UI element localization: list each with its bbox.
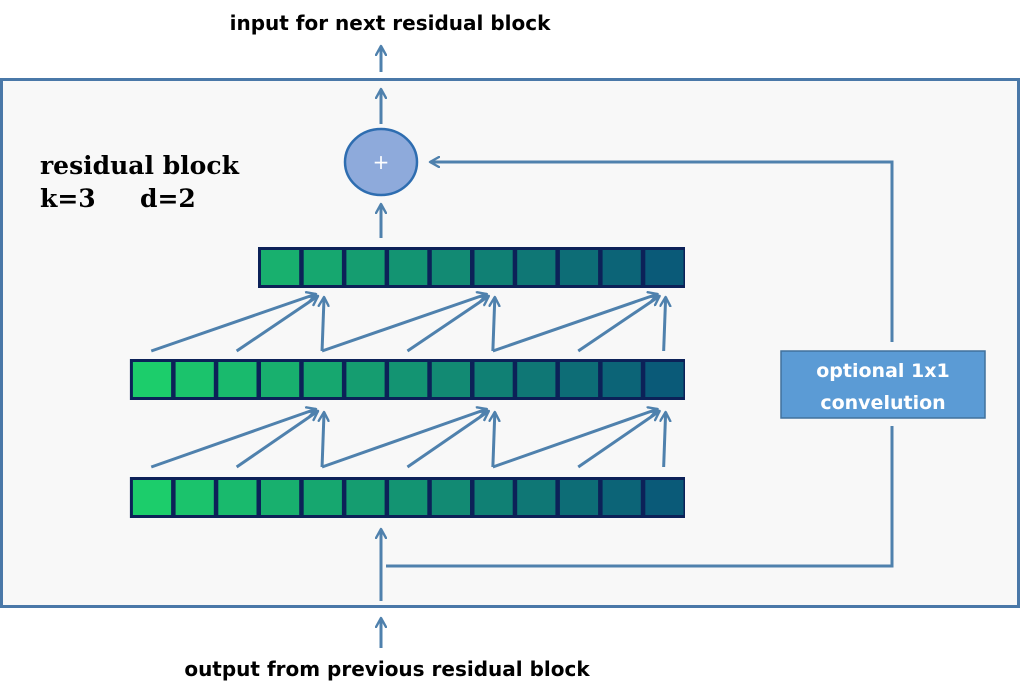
connection-arrow-icon xyxy=(493,297,495,352)
connections-group xyxy=(150,294,666,469)
block-title: residual block xyxy=(40,151,240,180)
sum-node: + xyxy=(343,127,419,197)
output-layer xyxy=(258,247,685,288)
connection-arrow-icon xyxy=(493,412,495,468)
connection-arrow-icon xyxy=(492,294,658,353)
layer-cell xyxy=(389,250,428,285)
layer-cell xyxy=(175,480,214,515)
layer-cell xyxy=(517,362,556,397)
layer-cell xyxy=(559,362,599,397)
layer-cell xyxy=(559,480,599,515)
input-layer xyxy=(129,477,685,518)
layer-cell xyxy=(261,362,300,397)
connection-arrow-icon xyxy=(235,294,318,353)
layer-cell xyxy=(431,480,470,515)
layer-cell xyxy=(389,362,428,397)
plus-circle-icon xyxy=(343,127,419,197)
layer-cell xyxy=(389,480,428,515)
layer-cell xyxy=(175,362,214,397)
layer-cell xyxy=(602,250,641,285)
layer-cell xyxy=(559,250,599,285)
layer-cell xyxy=(645,480,684,515)
layer-cell xyxy=(517,480,556,515)
layer-cell xyxy=(346,480,385,515)
layer-cell xyxy=(602,362,641,397)
layers-group xyxy=(129,247,685,518)
optional-conv-box: optional 1x1 convelution xyxy=(780,350,986,419)
connection-arrow-icon xyxy=(406,409,488,469)
connection-arrow-icon xyxy=(577,294,659,353)
layer-cell xyxy=(303,250,342,285)
layer-cell xyxy=(346,362,385,397)
connection-arrow-icon xyxy=(235,409,318,469)
layer-cell xyxy=(431,250,470,285)
layer-cell xyxy=(474,480,513,515)
connection-arrow-icon xyxy=(322,297,324,352)
layer-cell xyxy=(303,362,342,397)
connection-arrow-icon xyxy=(664,412,666,468)
layer-cell xyxy=(261,250,300,285)
layer-cell xyxy=(645,362,684,397)
layer-cell xyxy=(132,362,172,397)
connection-arrow-icon xyxy=(150,409,316,469)
layer-cell xyxy=(218,362,257,397)
output-label: input for next residual block xyxy=(230,11,551,35)
input-label: output from previous residual block xyxy=(184,657,590,681)
connection-arrow-icon xyxy=(492,409,658,469)
layer-cell xyxy=(645,250,684,285)
conv-label-line2: convelution xyxy=(820,392,945,414)
connection-arrow-icon xyxy=(322,412,324,468)
skip-path-upper xyxy=(430,162,894,342)
connection-arrow-icon xyxy=(150,294,316,353)
layer-cell xyxy=(431,362,470,397)
conv-label-line1: optional 1x1 xyxy=(816,360,949,382)
layer-cell xyxy=(218,480,257,515)
connection-arrow-icon xyxy=(664,297,666,352)
connection-arrow-icon xyxy=(577,409,659,469)
layer-cell xyxy=(474,250,513,285)
layer-cell xyxy=(474,362,513,397)
block-param-k: k=3 xyxy=(40,184,96,213)
layer-cell xyxy=(303,480,342,515)
skip-path-lower xyxy=(386,426,894,568)
layer-cell xyxy=(602,480,641,515)
layer-cell xyxy=(261,480,300,515)
block-param-d: d=2 xyxy=(140,184,196,213)
connection-arrow-icon xyxy=(406,294,488,353)
layer-cell xyxy=(517,250,556,285)
layer-cell xyxy=(132,480,172,515)
connection-arrow-icon xyxy=(321,409,487,469)
connection-arrow-icon xyxy=(321,294,487,353)
layer-cell xyxy=(346,250,385,285)
hidden-layer xyxy=(129,359,685,400)
sum-symbol: + xyxy=(373,150,390,174)
skip-connection xyxy=(386,162,894,568)
